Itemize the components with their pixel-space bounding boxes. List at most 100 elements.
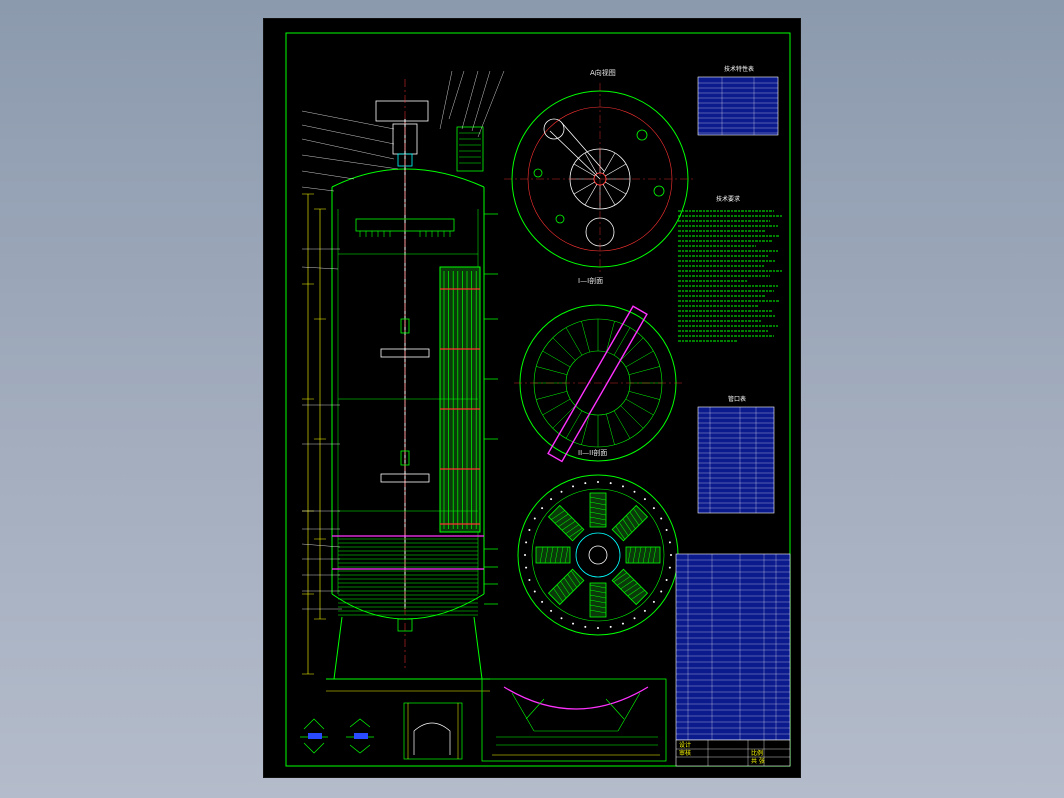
segment-hatch xyxy=(627,546,632,564)
left-dimension-chain-2 xyxy=(314,208,326,620)
impeller-low xyxy=(380,473,430,483)
bolt-dot xyxy=(533,517,536,520)
internals xyxy=(338,253,478,512)
segment-body xyxy=(589,582,607,618)
section1-ray xyxy=(565,410,583,439)
segment-hatch xyxy=(613,572,628,583)
section2-mid xyxy=(531,488,665,622)
segment-body xyxy=(547,568,585,606)
top-view-port-3 xyxy=(533,168,543,178)
cad-drawing: A向视图 I—I剖面 II—II剖面 xyxy=(285,32,791,767)
segment-body xyxy=(547,504,585,542)
bolt-dot xyxy=(597,627,599,629)
segment-hatch xyxy=(559,546,564,564)
segment-hatch xyxy=(620,579,635,590)
section2-segments xyxy=(535,492,661,618)
segment-hatch xyxy=(629,511,640,526)
title-block: 设计 审核 比例 共 张 xyxy=(675,739,791,767)
section1-ray xyxy=(581,321,590,353)
title-block-box xyxy=(675,739,791,767)
bottom-coils xyxy=(338,538,478,616)
detail-4-struts xyxy=(511,692,641,732)
segment-hatch xyxy=(554,546,559,564)
section-1-label: I—I剖面 xyxy=(578,276,603,285)
tube-bundle-bands xyxy=(440,288,480,525)
segment-hatch xyxy=(589,609,607,614)
drawing-frame xyxy=(285,32,791,767)
top-spoke xyxy=(573,181,595,195)
top-spoke xyxy=(573,163,595,177)
segment-hatch xyxy=(652,546,657,564)
bolt-dot xyxy=(572,485,575,488)
segment-hatch xyxy=(539,546,544,564)
tech-spec-rows xyxy=(698,77,778,135)
detail-4-box xyxy=(481,678,667,762)
heating-segment xyxy=(625,546,661,564)
parts-list xyxy=(675,553,791,741)
segment-hatch xyxy=(564,546,569,564)
segment-hatch xyxy=(589,501,607,506)
top-spoke xyxy=(605,181,627,195)
section-1 xyxy=(514,304,682,463)
section-2 xyxy=(517,474,679,636)
segment-hatch xyxy=(589,594,607,599)
bolt-dot xyxy=(660,590,663,593)
segment-hatch xyxy=(589,589,607,594)
section1-ray xyxy=(606,413,615,445)
drive-box xyxy=(375,100,429,122)
shaft-coupling-1 xyxy=(400,318,410,334)
segment-hatch xyxy=(551,510,565,520)
segment-hatch xyxy=(568,527,583,538)
bolt-dot xyxy=(670,554,672,556)
segment-body xyxy=(625,546,661,564)
segment-hatch xyxy=(631,590,645,600)
top-view-drive-arm xyxy=(549,122,605,180)
segment-hatch xyxy=(589,511,607,516)
top-leaders xyxy=(439,70,505,138)
bolt-dot xyxy=(668,566,671,569)
segment-hatch xyxy=(561,520,576,531)
bolt-dot xyxy=(550,498,553,501)
title-block-designer: 设计 xyxy=(679,741,691,749)
bolt-dot xyxy=(533,590,536,593)
title-block-grid xyxy=(676,740,790,766)
detail-3-dim xyxy=(407,703,459,759)
detail-3 xyxy=(403,702,463,760)
shaft-coupling-2 xyxy=(400,450,410,466)
segment-hatch xyxy=(544,546,549,564)
segment-body xyxy=(611,568,649,606)
segment-hatch xyxy=(616,576,631,586)
tube-bundle xyxy=(439,266,481,533)
section2-hub xyxy=(575,532,621,578)
bolt-dot xyxy=(643,498,646,501)
segment-hatch xyxy=(570,570,581,585)
bolt-dot xyxy=(550,609,553,612)
tech-spec-title: 技术特性表 xyxy=(724,65,754,73)
bolt-dot xyxy=(572,622,575,625)
section1-ray xyxy=(565,327,583,356)
nozzle-table-box xyxy=(697,406,775,514)
section1-ray xyxy=(620,405,644,429)
segment-hatch xyxy=(589,506,607,511)
segment-hatch xyxy=(589,496,607,501)
bolt-dot xyxy=(528,578,531,581)
section1-rays xyxy=(534,319,662,447)
bolt-dot xyxy=(668,541,671,544)
detail-4-base xyxy=(496,736,658,746)
bottom-nozzle xyxy=(397,618,413,632)
section1-ray xyxy=(625,350,654,368)
segment-hatch xyxy=(556,584,567,599)
section2-dots xyxy=(524,481,672,629)
nozzle-table-title: 管口表 xyxy=(728,395,746,403)
section1-ray xyxy=(581,413,590,445)
section1-ray xyxy=(542,398,571,416)
bolt-dot xyxy=(541,600,544,603)
segment-hatch xyxy=(567,573,577,588)
segment-hatch xyxy=(589,604,607,609)
section2-hub-inner xyxy=(588,545,608,565)
bolt-dot xyxy=(652,507,655,510)
view-a-top xyxy=(504,83,696,275)
tech-req-block xyxy=(678,210,782,342)
section1-ray xyxy=(613,410,631,439)
parts-list-box xyxy=(675,553,791,741)
